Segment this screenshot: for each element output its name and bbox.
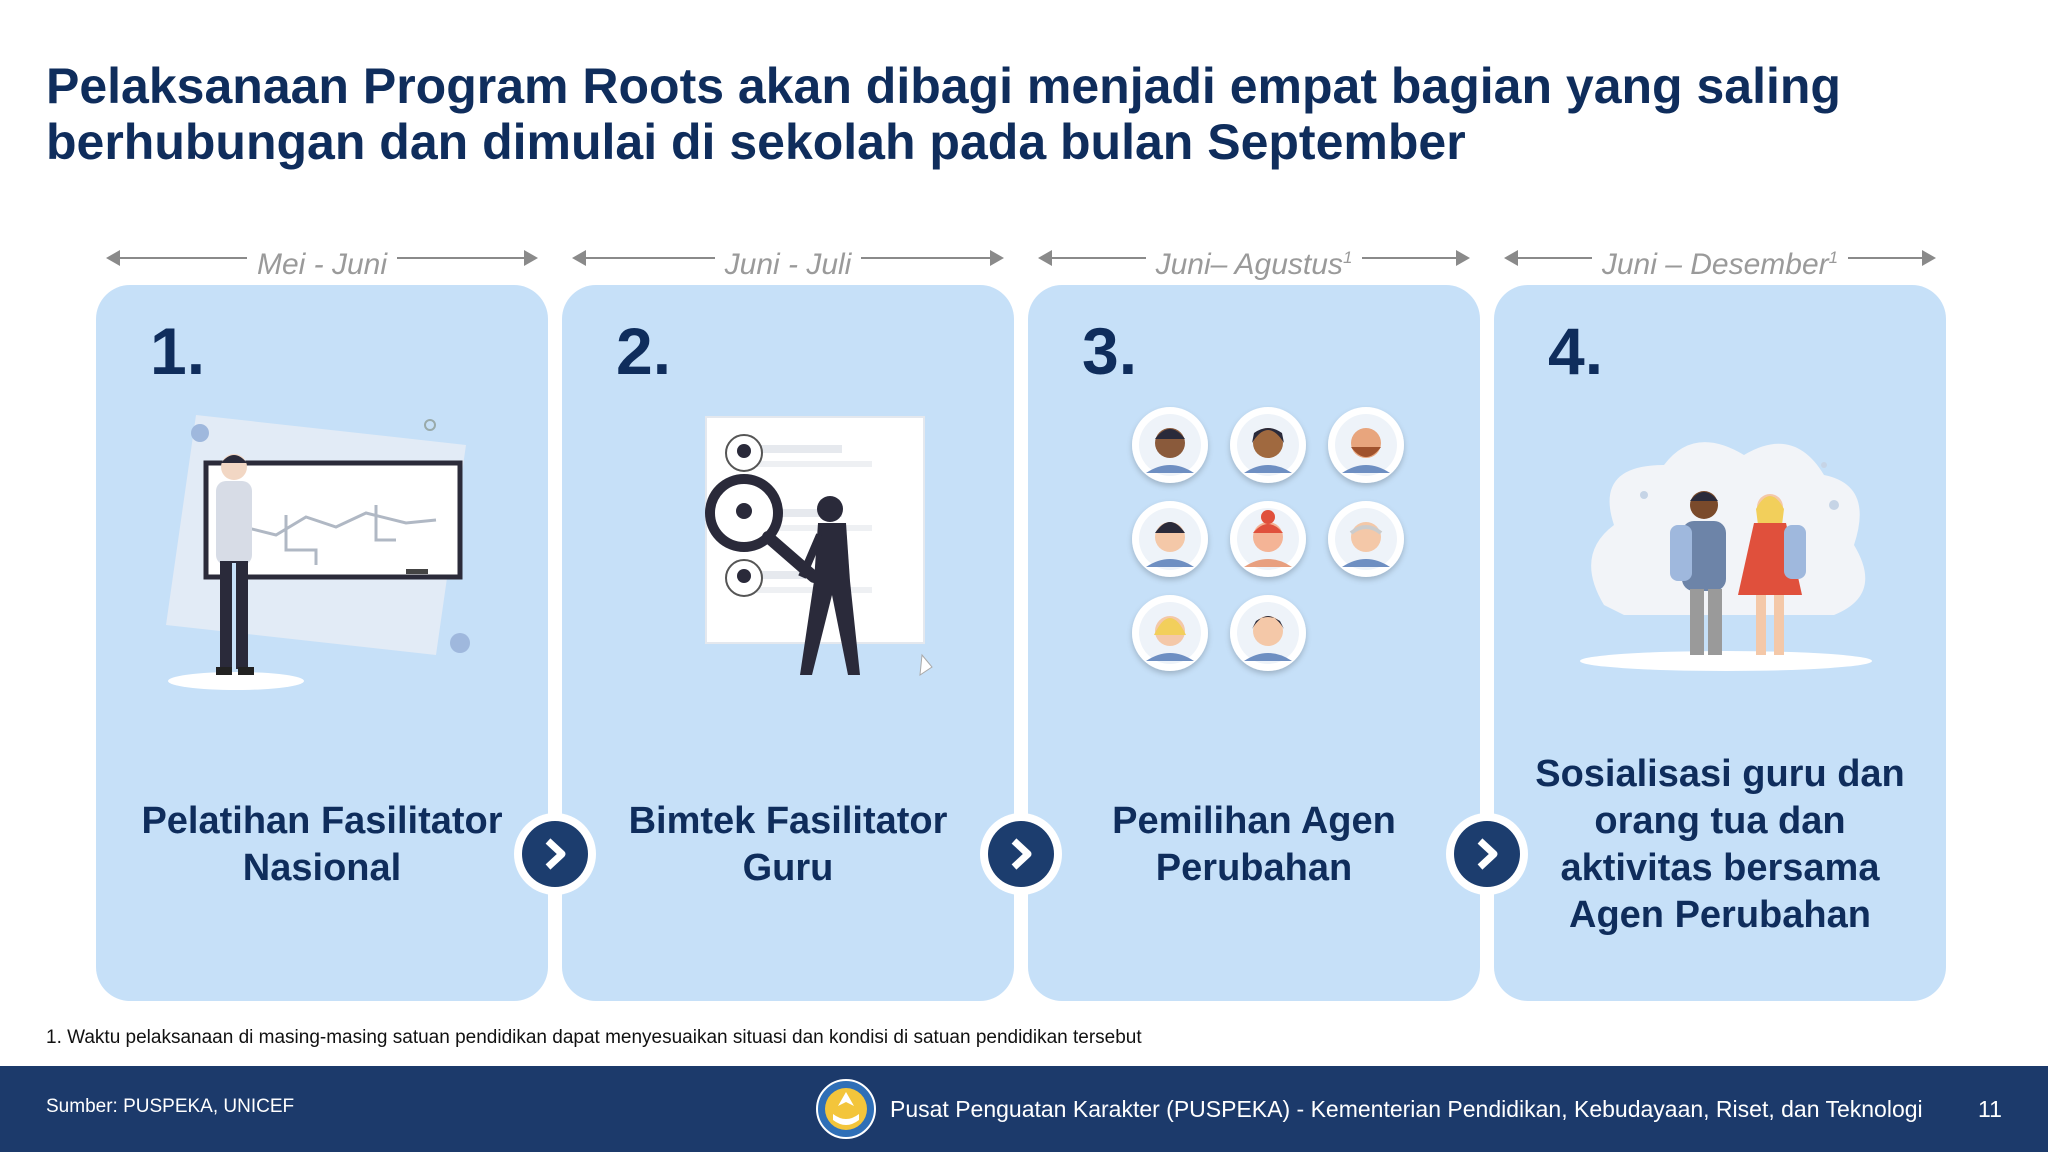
step-card-3: 3. Pemilihan: [1028, 285, 1480, 1001]
step-label: Pemilihan Agen Perubahan: [1112, 800, 1396, 889]
step-number: 3.: [1082, 314, 1138, 388]
arrow-left-icon: [1504, 250, 1518, 266]
arrow-left-icon: [106, 250, 120, 266]
footer-bar: Sumber: PUSPEKA, UNICEF Pusat Penguatan …: [0, 1066, 2048, 1152]
next-step-chevron-2: [980, 813, 1062, 895]
step-label: Pelatihan Fasilitator Nasional: [141, 800, 503, 889]
timeline-step-3: Juni– Agustus1: [1038, 238, 1470, 281]
step-card-4: 4. Sosialisasi guru dan orang tua dan ak…: [1494, 285, 1946, 1001]
arrow-right-icon: [1456, 250, 1470, 266]
step-number: 4.: [1548, 314, 1604, 388]
next-step-chevron-3: [1446, 813, 1528, 895]
timeline-step-2: Juni - Juli: [572, 238, 1004, 281]
period-label: Juni– Agustus: [1155, 248, 1343, 281]
next-step-chevron-1: [514, 813, 596, 895]
period-label: Juni – Desember: [1601, 248, 1829, 281]
period-label: Juni - Juli: [724, 248, 852, 281]
footnote: 1. Waktu pelaksanaan di masing-masing sa…: [46, 1027, 1142, 1048]
step-label: Sosialisasi guru dan orang tua dan aktiv…: [1535, 753, 1905, 936]
chevron-right-icon: [1011, 838, 1032, 870]
step-number: 2.: [616, 314, 672, 388]
step-number: 1.: [150, 314, 206, 388]
organization-text: Pusat Penguatan Karakter (PUSPEKA) - Kem…: [890, 1096, 1923, 1122]
children-together-icon: [1580, 442, 1872, 671]
people-avatars-icon: [1132, 407, 1404, 671]
arrow-right-icon: [990, 250, 1004, 266]
teacher-whiteboard-icon: [166, 415, 470, 690]
slide-title: Pelaksanaan Program Roots akan dibagi me…: [46, 58, 1841, 170]
step-card-1: 1. Pelatihan Fasilitator Nasional: [96, 285, 548, 1001]
arrow-right-icon: [524, 250, 538, 266]
timeline-step-4: Juni – Desember1: [1504, 238, 1936, 281]
chevron-right-icon: [1477, 838, 1498, 870]
arrow-left-icon: [1038, 250, 1052, 266]
source-text: Sumber: PUSPEKA, UNICEF: [46, 1096, 295, 1117]
period-footnote-marker: 1: [1828, 248, 1839, 267]
period-label: Mei - Juni: [256, 248, 388, 281]
magnifier-search-icon: [705, 416, 933, 677]
page-number: 11: [1978, 1096, 2002, 1122]
step-label: Bimtek Fasilitator Guru: [628, 800, 948, 889]
step-card-2: 2. Bimtek Fasilitator Guru: [562, 285, 1014, 1001]
period-footnote-marker: 1: [1342, 248, 1353, 267]
timeline-step-1: Mei - Juni: [106, 238, 538, 281]
chevron-right-icon: [545, 838, 566, 870]
arrow-left-icon: [572, 250, 586, 266]
arrow-right-icon: [1922, 250, 1936, 266]
ministry-logo-icon: [816, 1079, 876, 1139]
